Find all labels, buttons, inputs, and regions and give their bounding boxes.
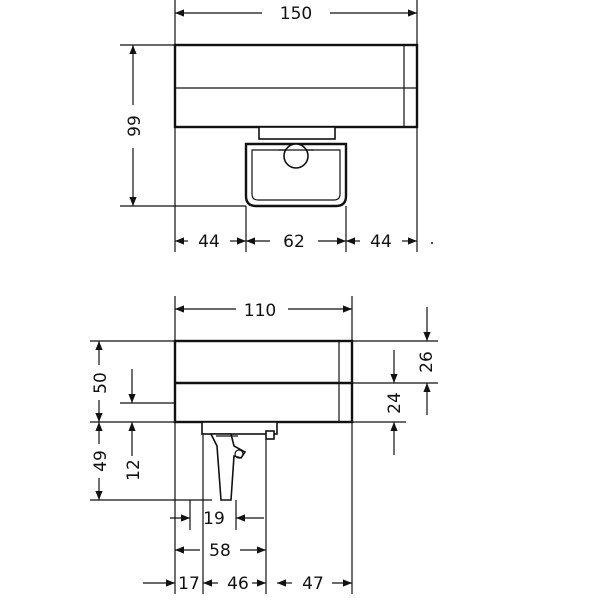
dim-62-label: 62: [283, 232, 305, 252]
dim-99-label: 99: [125, 115, 145, 137]
top-view: 150 99 44 62 44: [120, 0, 433, 252]
dim-26-label: 26: [417, 351, 437, 373]
dim-49-label: 49: [91, 450, 111, 472]
dim-46-label: 46: [227, 574, 249, 594]
dim-110: 110: [174, 296, 353, 341]
dim-44-right-label: 44: [370, 232, 392, 252]
dim-17-label: 17: [178, 574, 200, 594]
dim-bottom-row: 44 62 44: [174, 127, 433, 252]
dim-19-label: 19: [203, 509, 225, 529]
dim-12-label: 12: [124, 459, 144, 481]
dim-150: 150: [174, 0, 418, 45]
dim-58-label: 58: [209, 541, 231, 561]
dim-150-label: 150: [280, 4, 312, 24]
side-view: 110 26 24 50 49 12: [90, 296, 438, 594]
dim-right-stack: 26 24: [352, 307, 438, 455]
top-view-body: [173, 43, 419, 129]
dim-bottom-stack: 19 58 17 46 47: [143, 422, 353, 594]
dim-left-stack: 50 49 12: [90, 340, 212, 501]
dim-50-label: 50: [91, 372, 111, 394]
side-view-handle: [201, 421, 278, 501]
dim-99: 99: [120, 44, 246, 207]
dim-110-label: 110: [244, 301, 276, 321]
top-view-connector: [244, 126, 348, 208]
dim-47-label: 47: [302, 574, 324, 594]
side-view-body: [173, 339, 354, 424]
dim-24-label: 24: [385, 392, 405, 414]
dim-44-left-label: 44: [198, 232, 220, 252]
